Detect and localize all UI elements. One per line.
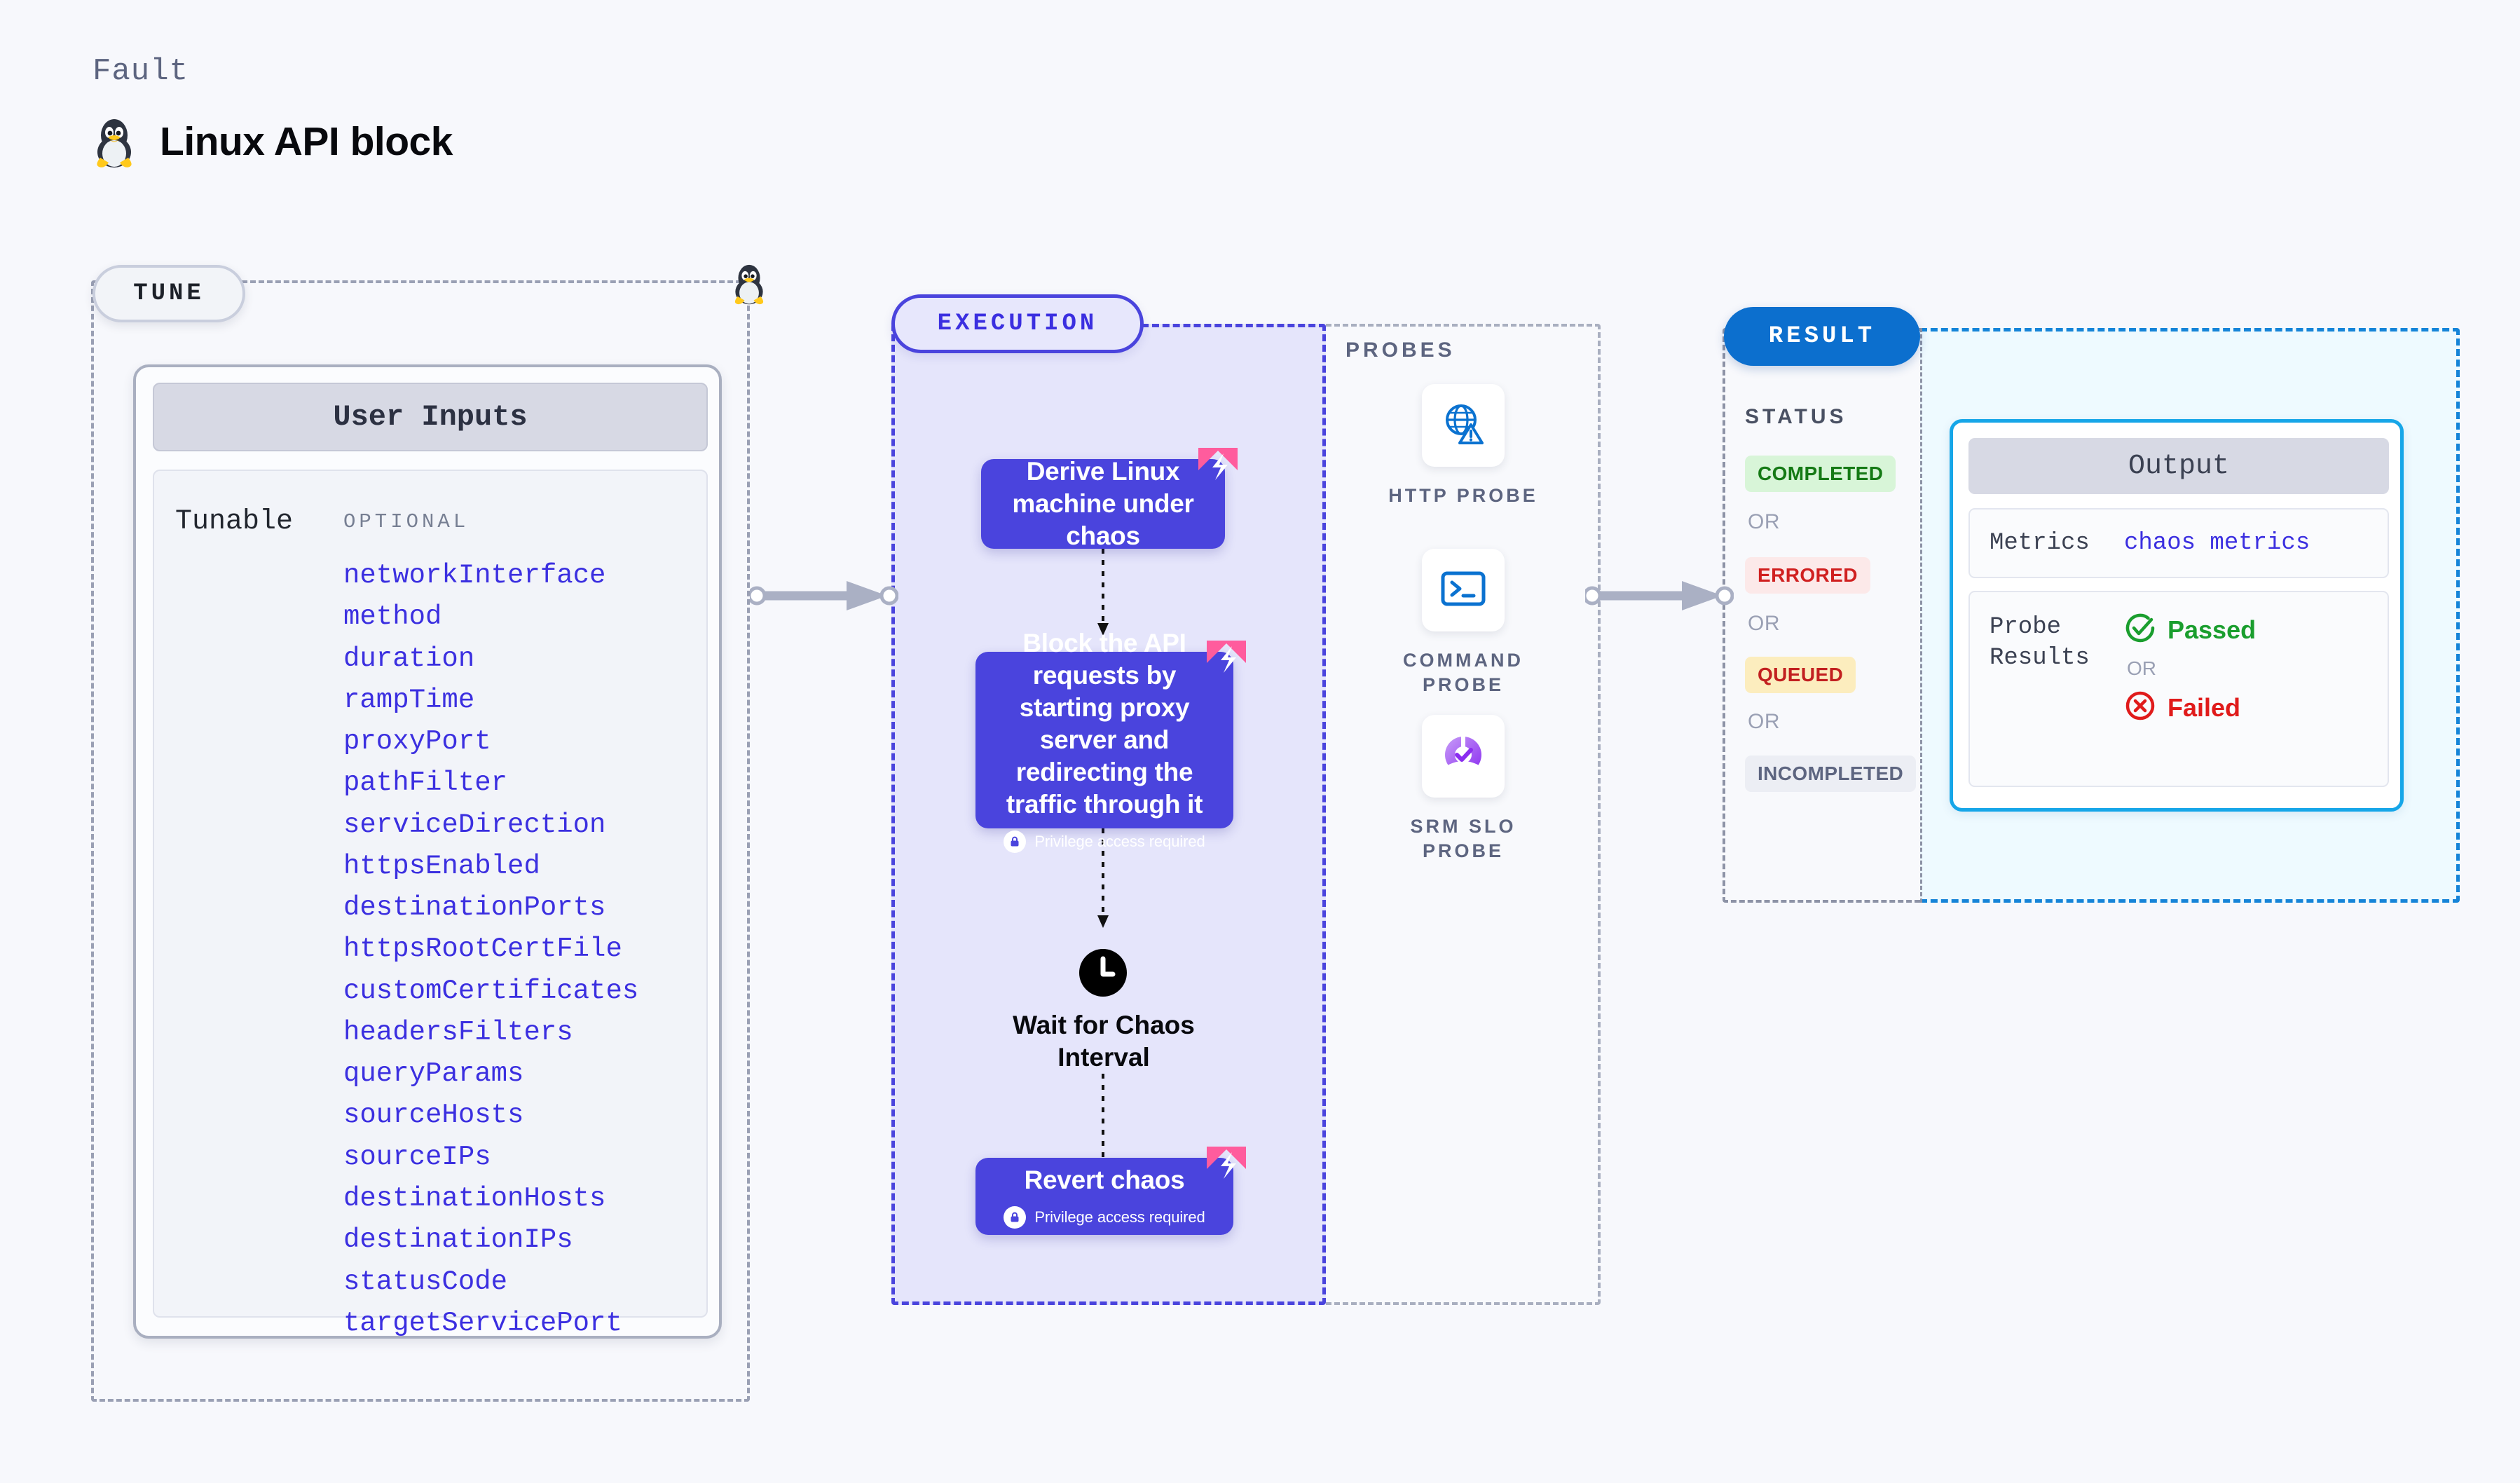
execution-node-block-api[interactable]: Block the API requests by starting proxy… — [975, 629, 1246, 853]
tunable-item[interactable]: customCertificates — [343, 975, 639, 1006]
privilege-text: Privilege access required — [1034, 1208, 1205, 1226]
status-badge-completed: COMPLETED — [1745, 456, 1896, 492]
tunable-item[interactable]: httpsEnabled — [343, 850, 540, 882]
execution-node-text: Revert chaos — [1024, 1166, 1185, 1195]
privilege-text: Privilege access required — [1034, 832, 1205, 850]
tune-pill: TUNE — [93, 265, 245, 322]
result-pill: RESULT — [1724, 307, 1920, 366]
lock-icon — [1004, 830, 1027, 853]
status-badge-incompleted: INCOMPLETED — [1745, 756, 1917, 792]
optional-label: OPTIONAL — [343, 510, 470, 533]
tunable-item[interactable]: targetServicePort — [343, 1307, 622, 1339]
lock-icon — [1004, 1205, 1027, 1229]
or-label-2: OR — [1748, 612, 1780, 635]
tunable-box: Tunable OPTIONAL networkInterface method d… — [153, 470, 708, 1339]
execution-node-revert[interactable]: Revert chaos Privilege access required — [975, 1147, 1246, 1235]
tune-linux-penguin-icon — [730, 261, 768, 306]
chaos-marker-icon — [1194, 444, 1240, 490]
tunable-item[interactable]: pathFilter — [343, 767, 508, 799]
privilege-row: Privilege access required — [1004, 1205, 1205, 1229]
tunable-item[interactable]: method — [343, 601, 442, 633]
tunable-item[interactable]: networkInterface — [343, 560, 606, 591]
flow-arrow-2 — [1093, 828, 1113, 937]
connector-tune-to-execution — [747, 579, 899, 616]
tunable-item[interactable]: rampTime — [343, 684, 475, 716]
globe-warning-icon — [1440, 401, 1486, 451]
probe-caption-http: HTTP PROBE — [1388, 485, 1538, 506]
status-badge-errored: ERRORED — [1745, 557, 1870, 594]
probe-result-or: OR — [2127, 657, 2156, 679]
status-badge-queued: QUEUED — [1745, 657, 1856, 693]
tunable-label: Tunable — [175, 506, 294, 538]
failed-label: Failed — [2168, 692, 2241, 722]
chaos-marker-icon — [1203, 1142, 1249, 1189]
probe-result-failed: Failed — [2124, 690, 2256, 725]
result-divider — [1920, 328, 1922, 903]
passed-label: Passed — [2168, 615, 2257, 644]
tunable-item[interactable]: serviceDirection — [343, 809, 606, 840]
metrics-value: chaos metrics — [2124, 530, 2310, 556]
execution-node-text: Derive Linux machine under chaos — [1012, 457, 1194, 550]
flow-arrow-1 — [1093, 549, 1113, 643]
tunable-item[interactable]: proxyPort — [343, 726, 491, 758]
tunable-item[interactable]: destinationHosts — [343, 1182, 606, 1214]
probe-tile-srm-slo[interactable] — [1422, 715, 1505, 798]
user-inputs-header: User Inputs — [153, 383, 708, 451]
output-header: Output — [1968, 438, 2389, 494]
metrics-key: Metrics — [1990, 529, 2090, 556]
connector-execution-to-result — [1582, 579, 1734, 616]
terminal-icon — [1440, 570, 1486, 611]
tunable-item[interactable]: headersFilters — [343, 1016, 573, 1048]
linux-penguin-icon — [91, 114, 137, 169]
probe-caption-command: COMMAND PROBE — [1403, 650, 1523, 696]
x-circle-icon — [2124, 690, 2156, 725]
clock-icon — [1078, 948, 1128, 1002]
execution-pill: EXECUTION — [891, 294, 1144, 353]
tunable-item[interactable]: httpsRootCertFile — [343, 934, 622, 965]
wait-label: Wait for Chaos Interval — [1013, 1011, 1195, 1072]
page-kicker: Fault — [93, 54, 189, 89]
page-title: Linux API block — [160, 119, 453, 164]
probe-tile-command[interactable] — [1422, 549, 1505, 631]
check-circle-icon — [2124, 612, 2156, 648]
chaos-marker-icon — [1203, 636, 1249, 683]
tunable-item[interactable]: destinationPorts — [343, 892, 606, 924]
tunable-item[interactable]: statusCode — [343, 1266, 508, 1297]
user-inputs-card: User Inputs Tunable OPTIONAL networkInte… — [133, 364, 722, 1339]
privilege-row: Privilege access required — [1004, 830, 1205, 853]
execution-node-text: Block the API requests by starting proxy… — [1006, 629, 1203, 819]
status-title: STATUS — [1745, 405, 1847, 428]
tunable-item[interactable]: destinationIPs — [343, 1224, 573, 1256]
page-title-row: Linux API block — [91, 114, 453, 169]
output-card: Output Metrics chaos metrics Probe Resul… — [1950, 419, 2404, 812]
tunable-item[interactable]: sourceIPs — [343, 1141, 491, 1173]
tune-zone — [91, 280, 750, 1402]
probe-results-key: Probe Results — [1990, 614, 2090, 672]
probes-zone — [1326, 324, 1601, 1305]
tunable-list: networkInterface method duration rampTime pr… — [343, 555, 692, 1344]
or-label-3: OR — [1748, 710, 1780, 733]
tunable-item[interactable]: duration — [343, 643, 475, 674]
probe-tile-http[interactable] — [1422, 384, 1505, 467]
tunable-item[interactable]: queryParams — [343, 1058, 524, 1090]
probe-result-passed: Passed — [2124, 612, 2256, 648]
probes-title: PROBES — [1345, 339, 1456, 362]
tunable-item[interactable]: sourceHosts — [343, 1100, 524, 1131]
slo-donut-check-icon — [1438, 732, 1488, 781]
metrics-row: Metrics chaos metrics — [1968, 508, 2389, 578]
or-label-1: OR — [1748, 510, 1780, 533]
execution-node-derive[interactable]: Derive Linux machine under chaos — [981, 448, 1238, 550]
probe-caption-srm-slo: SRM SLO PROBE — [1410, 816, 1516, 862]
probe-results-row: Probe Results Passed OR — [1968, 591, 2389, 787]
